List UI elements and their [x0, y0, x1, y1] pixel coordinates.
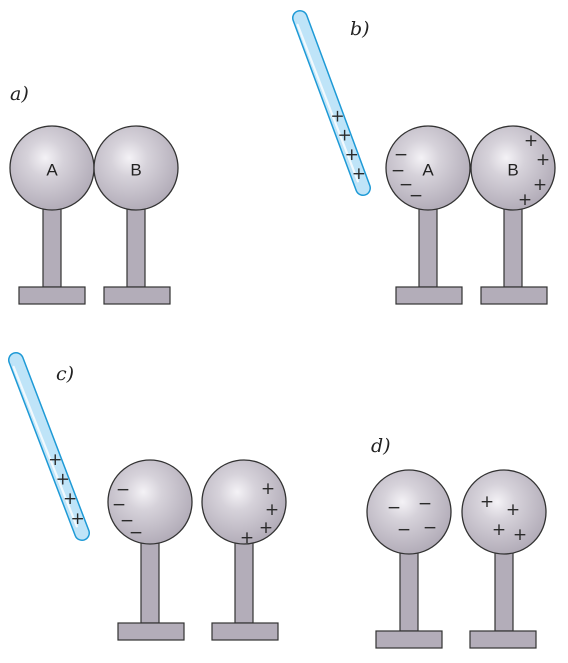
positive-charge: +: [261, 479, 275, 499]
negative-charge: −: [387, 498, 401, 518]
positive-charge: +: [259, 518, 273, 538]
rod-body: [9, 353, 89, 540]
stand-base: [103, 286, 171, 305]
insulating-stand: [399, 549, 419, 632]
negative-charge: −: [397, 520, 411, 540]
positive-charge: +: [265, 500, 279, 520]
charged-glass-rod: ++++: [8, 352, 90, 541]
positive-charge: +: [492, 520, 506, 540]
metal-sphere: [107, 459, 193, 545]
conductor-sphere-b: B++++: [470, 125, 556, 305]
panel-a: a) A B: [9, 83, 179, 305]
conductor-sphere-b: B: [93, 125, 179, 305]
conductor-sphere-right: ++++: [201, 459, 287, 641]
rod-positive-charge: +: [56, 470, 70, 490]
panel-c: c)−−−−++++++++: [8, 352, 287, 641]
metal-sphere: [385, 125, 471, 211]
sphere-label: B: [507, 161, 518, 180]
positive-charge: +: [518, 190, 532, 210]
conductor-sphere-a: A−−−−: [385, 125, 471, 305]
sphere-label: A: [46, 161, 58, 180]
negative-charge: −: [423, 518, 437, 538]
panel-d: d)−−−−++++: [366, 435, 547, 649]
positive-charge: +: [524, 131, 538, 151]
stand-base: [395, 286, 463, 305]
stand-base: [469, 630, 537, 649]
insulating-stand: [418, 205, 438, 288]
metal-sphere: [470, 125, 556, 211]
positive-charge: +: [536, 150, 550, 170]
negative-charge: −: [129, 523, 143, 543]
stand-base: [117, 622, 185, 641]
negative-charge: −: [418, 494, 432, 514]
insulating-stand: [234, 539, 254, 624]
metal-sphere: [366, 469, 452, 555]
rod-positive-charge: +: [71, 509, 85, 529]
rod-positive-charge: +: [330, 106, 344, 126]
stand-base: [211, 622, 279, 641]
conductor-sphere-right: ++++: [461, 469, 547, 649]
conductor-sphere-left: −−−−: [107, 459, 193, 641]
sphere-label: B: [130, 161, 141, 180]
negative-charge: −: [409, 186, 423, 206]
conductor-sphere-left: −−−−: [366, 469, 452, 649]
insulating-stand: [42, 205, 62, 288]
metal-sphere: [461, 469, 547, 555]
rod-body: [293, 11, 370, 195]
positive-charge: +: [513, 525, 527, 545]
metal-sphere: [93, 125, 179, 211]
negative-charge: −: [120, 511, 134, 531]
panel-b: b)A−−−−B++++++++: [292, 10, 556, 305]
stand-base: [18, 286, 86, 305]
negative-charge: −: [391, 161, 405, 181]
rod-positive-charge: +: [48, 450, 62, 470]
stand-base: [375, 630, 443, 649]
conductor-sphere-a: A: [9, 125, 95, 305]
positive-charge: +: [506, 500, 520, 520]
sphere-label: A: [422, 161, 434, 180]
rod-highlight: [296, 23, 359, 183]
rod-highlight: [12, 365, 78, 528]
insulating-stand: [503, 205, 523, 288]
metal-sphere: [201, 459, 287, 545]
panel-label: c): [56, 363, 74, 385]
rod-positive-charge: +: [337, 126, 351, 146]
negative-charge: −: [112, 495, 126, 515]
stand-base: [480, 286, 548, 305]
rod-positive-charge: +: [352, 164, 366, 184]
negative-charge: −: [116, 480, 130, 500]
positive-charge: +: [480, 492, 494, 512]
negative-charge: −: [399, 175, 413, 195]
rod-positive-charge: +: [345, 145, 359, 165]
rod-positive-charge: +: [63, 489, 77, 509]
insulating-stand: [494, 549, 514, 632]
charged-glass-rod: ++++: [292, 10, 371, 196]
insulating-stand: [140, 539, 160, 624]
positive-charge: +: [533, 175, 547, 195]
insulating-stand: [126, 205, 146, 288]
negative-charge: −: [394, 145, 408, 165]
positive-charge: +: [240, 528, 254, 548]
panel-label: b): [350, 18, 370, 40]
panel-label: a): [10, 83, 29, 105]
panel-label: d): [371, 435, 391, 457]
